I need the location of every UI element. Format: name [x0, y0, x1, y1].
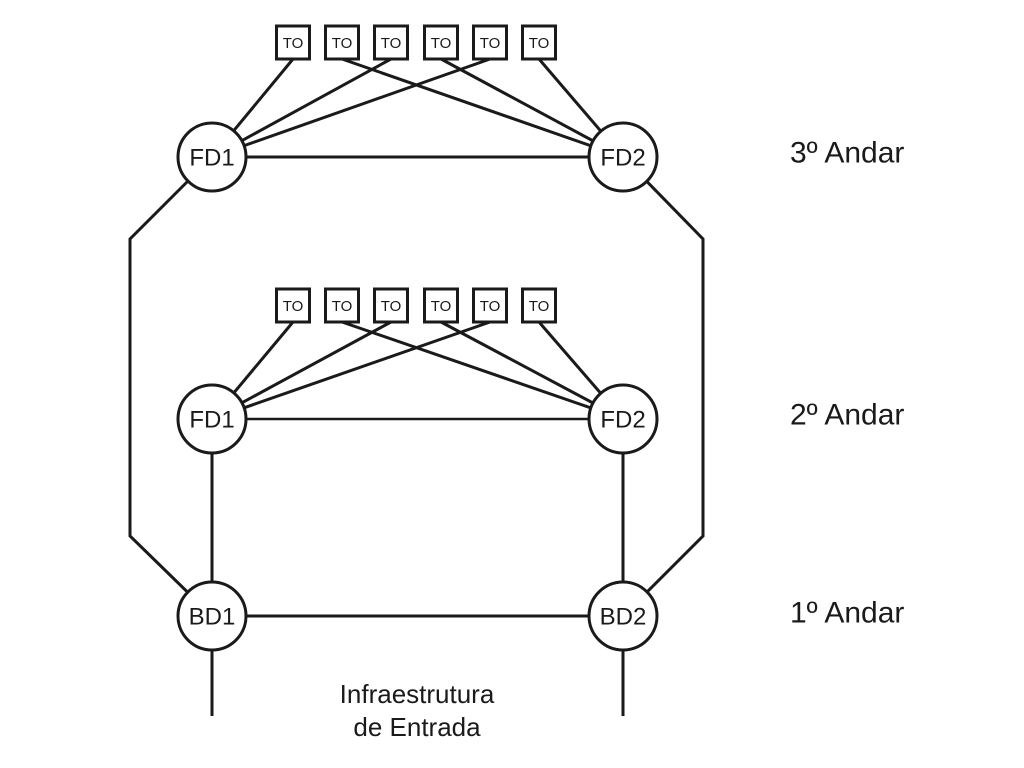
to-box [275, 287, 311, 324]
to-label: TO [480, 298, 501, 315]
to-label: TO [283, 298, 304, 315]
to-outlet-node: TO [275, 24, 311, 61]
to-box [324, 24, 360, 61]
to-label: TO [480, 35, 501, 52]
bd2-node: BD2 [587, 580, 659, 652]
to-outlet-node: TO [275, 287, 311, 324]
to-outlet-node: TO [373, 24, 409, 61]
edge-fd1-floor3-to-bd1 [128, 155, 214, 618]
fd1-circle [176, 383, 248, 455]
to-outlet-node: TO [472, 287, 508, 324]
to-label: TO [431, 298, 452, 315]
to-label: TO [381, 298, 402, 315]
bd1-label: BD1 [189, 604, 236, 631]
to-outlet-node: TO [423, 287, 459, 324]
to-box [423, 24, 459, 61]
bd2-label: BD2 [600, 604, 647, 631]
to-box [472, 24, 508, 61]
edge-to2-fd2-floor3 [341, 57, 624, 159]
to-label: TO [529, 298, 550, 315]
to-box [472, 287, 508, 324]
edge-to5-fd1-floor3 [211, 57, 491, 159]
bd2-circle [587, 580, 659, 652]
to-box [275, 24, 311, 61]
to-outlet-node: TO [521, 24, 557, 61]
to-label: TO [283, 35, 304, 52]
edge-fd2-floor3-to-bd2 [621, 155, 705, 618]
floor-3-outlet-edges [210, 57, 625, 159]
entrance-caption-line2: de Entrada [353, 712, 481, 742]
floor-1-group: BD1 BD2 1º Andar [176, 580, 904, 652]
bd1-circle [176, 580, 248, 652]
fd1-label: FD1 [189, 407, 234, 434]
entrance-caption-line1: Infraestrutura [340, 679, 495, 709]
edge-to2-fd2-floor2 [341, 320, 624, 421]
floor-3-label: 3º Andar [790, 137, 904, 170]
to-box [373, 287, 409, 324]
to-label: TO [529, 35, 550, 52]
to-box [521, 287, 557, 324]
to-label: TO [381, 35, 402, 52]
fd1-floor2-node: FD1 [176, 383, 248, 455]
to-label: TO [431, 35, 452, 52]
entrance-caption: Infraestrutura de Entrada [340, 679, 495, 742]
to-label: TO [332, 35, 353, 52]
floor-2-outlet-edges [210, 320, 625, 421]
to-box [423, 287, 459, 324]
fd1-floor3-node: FD1 [176, 121, 248, 193]
floor-3-group: TO TO TO TO TO TO [176, 24, 904, 193]
fd1-circle [176, 121, 248, 193]
fd2-label: FD2 [600, 145, 645, 172]
to-outlet-node: TO [472, 24, 508, 61]
to-outlet-node: TO [324, 287, 360, 324]
to-outlet-node: TO [521, 287, 557, 324]
to-box [521, 24, 557, 61]
fd2-circle [587, 121, 659, 193]
to-label: TO [332, 298, 353, 315]
fd2-floor3-node: FD2 [587, 121, 659, 193]
floor-2-group: TO TO TO TO TO TO [176, 287, 904, 455]
to-box [324, 287, 360, 324]
to-box [373, 24, 409, 61]
floor-2-label: 2º Andar [790, 399, 904, 432]
fd2-circle [587, 383, 659, 455]
to-outlet-node: TO [423, 24, 459, 61]
to-outlet-node: TO [324, 24, 360, 61]
floor-1-label: 1º Andar [790, 597, 904, 630]
to-outlet-node: TO [373, 287, 409, 324]
bd1-node: BD1 [176, 580, 248, 652]
fd1-label: FD1 [189, 145, 234, 172]
fd2-floor2-node: FD2 [587, 383, 659, 455]
edge-to5-fd1-floor2 [211, 320, 491, 421]
fd2-label: FD2 [600, 407, 645, 434]
